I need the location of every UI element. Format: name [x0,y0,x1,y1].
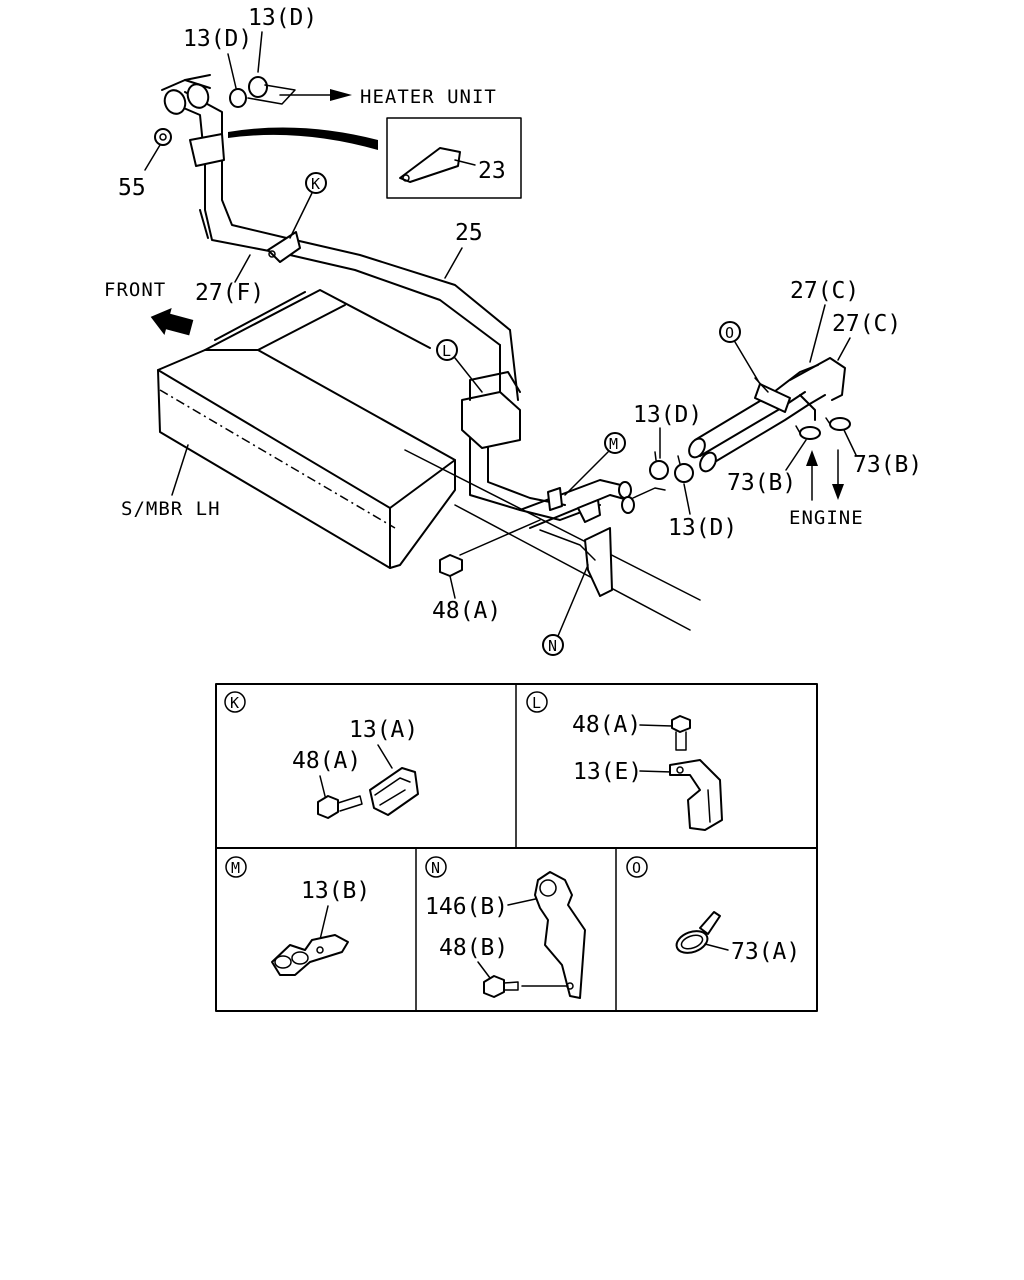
detail-o: O 73(A) [626,856,800,965]
detail-m-13b-label: 13(B) [301,878,370,904]
marker-o-callout: O [719,321,761,385]
detail-k: K 13(A) 48(A) [224,691,419,819]
front-label: FRONT [104,279,166,301]
detail-m: M 13(B) [225,856,370,976]
marker-n-callout: N [542,564,589,656]
detail-l-marker: L [532,694,541,712]
detail-o-73a-label: 73(A) [731,939,800,965]
part-55-label: 55 [118,175,146,201]
marker-o: O [725,324,734,342]
detail-k-48a-label: 48(A) [292,748,361,774]
clamps-13d-right [649,451,694,483]
marker-l: L [442,342,451,360]
part-73b-label-left: 73(B) [727,470,796,496]
detail-n-146b-label: 146(B) [425,894,508,920]
part-13d-label-right-lower: 13(D) [668,515,737,541]
part-23-inset [228,117,522,199]
detail-n: N 146(B) 48(B) [425,856,586,999]
detail-o-marker: O [632,859,641,877]
marker-m-callout: M [564,432,626,496]
side-member-label: S/MBR LH [121,498,221,520]
part-27c-label-upper: 27(C) [790,278,859,304]
part-13d-label-top-left: 13(D) [183,26,252,52]
detail-n-48b-label: 48(B) [439,935,508,961]
lower-fittings [439,479,666,597]
part-25-label: 25 [455,220,483,246]
engine-label: ENGINE [789,507,864,529]
detail-l-48a-label: 48(A) [572,712,641,738]
detail-k-13a-label: 13(A) [349,717,418,743]
part-48a-label-main: 48(A) [432,598,501,624]
detail-l: L 48(A) 13(E) [526,691,723,831]
heater-hose-route [154,74,601,521]
marker-l-callout: L [436,339,483,393]
detail-m-marker: M [231,859,240,877]
side-member-lh [157,289,701,631]
detail-k-marker: K [230,694,239,712]
heater-unit-arrow [279,89,352,101]
detail-l-13e-label: 13(E) [573,759,642,785]
part-23-label: 23 [478,158,506,184]
clamps-73b [795,417,851,440]
engine-arrows [806,449,844,501]
marker-k: K [311,175,320,193]
marker-m: M [609,435,618,453]
engine-hoses-27c [688,357,846,473]
detail-grid [215,683,818,1012]
detail-n-marker: N [431,859,440,877]
part-13d-label-right-upper: 13(D) [633,402,702,428]
marker-k-callout: K [289,172,327,239]
front-arrow-icon [150,307,194,336]
marker-n: N [548,637,557,655]
heater-unit-label: HEATER UNIT [360,86,497,108]
part-27c-label-lower: 27(C) [832,311,901,337]
part-73b-label-right: 73(B) [853,452,922,478]
part-27f-label: 27(F) [195,280,264,306]
part-13d-label-top-right: 13(D) [248,5,317,31]
